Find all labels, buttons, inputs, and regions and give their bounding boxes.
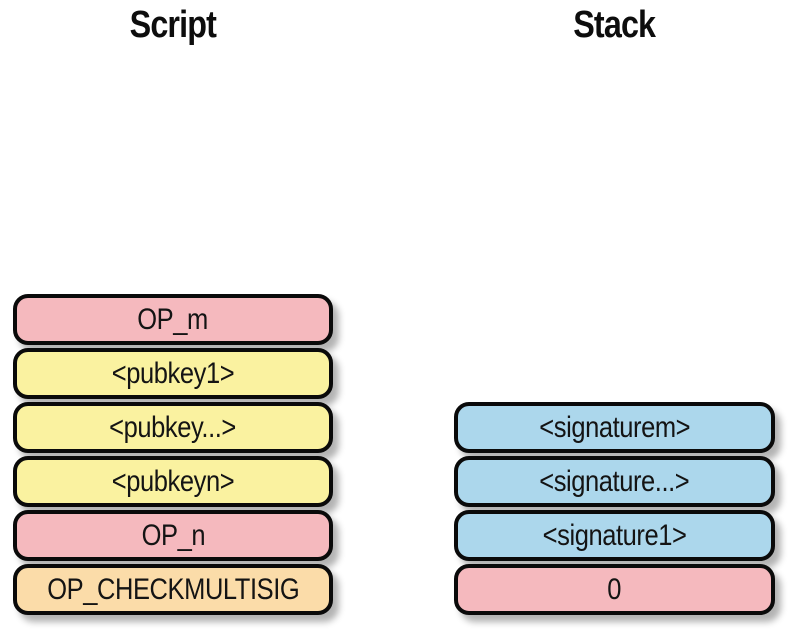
stack-column: <signaturem> <signature...> <signature1> 0 [454, 402, 775, 615]
script-item-op-checkmultisig: OP_CHECKMULTISIG [13, 564, 333, 615]
script-column-title-text: Script [129, 4, 217, 46]
script-item-op-m: OP_m [13, 294, 333, 345]
stack-item-zero: 0 [454, 564, 775, 615]
script-item-pubkeyn-label: <pubkeyn> [111, 464, 235, 498]
stack-column-title: Stack [454, 0, 775, 50]
stack-item-signaturem-label: <signaturem> [539, 410, 690, 444]
script-item-op-n: OP_n [13, 510, 333, 561]
stack-column-title-text: Stack [573, 4, 657, 46]
script-item-pubkeyn: <pubkeyn> [13, 456, 333, 507]
script-item-pubkey1: <pubkey1> [13, 348, 333, 399]
script-item-op-n-label: OP_n [141, 518, 205, 552]
script-item-op-m-label: OP_m [137, 302, 209, 336]
stack-item-signature1: <signature1> [454, 510, 775, 561]
script-item-op-checkmultisig-label: OP_CHECKMULTISIG [46, 572, 300, 606]
stack-item-signature-ellipsis: <signature...> [454, 456, 775, 507]
stack-item-zero-label: 0 [607, 572, 622, 606]
script-column-title: Script [13, 0, 333, 50]
stack-item-signaturem: <signaturem> [454, 402, 775, 453]
script-item-pubkey1-label: <pubkey1> [111, 356, 235, 390]
script-item-pubkey-ellipsis: <pubkey...> [13, 402, 333, 453]
stack-item-signature1-label: <signature1> [542, 518, 687, 552]
stack-item-signature-ellipsis-label: <signature...> [539, 464, 690, 498]
script-item-pubkey-ellipsis-label: <pubkey...> [109, 410, 237, 444]
